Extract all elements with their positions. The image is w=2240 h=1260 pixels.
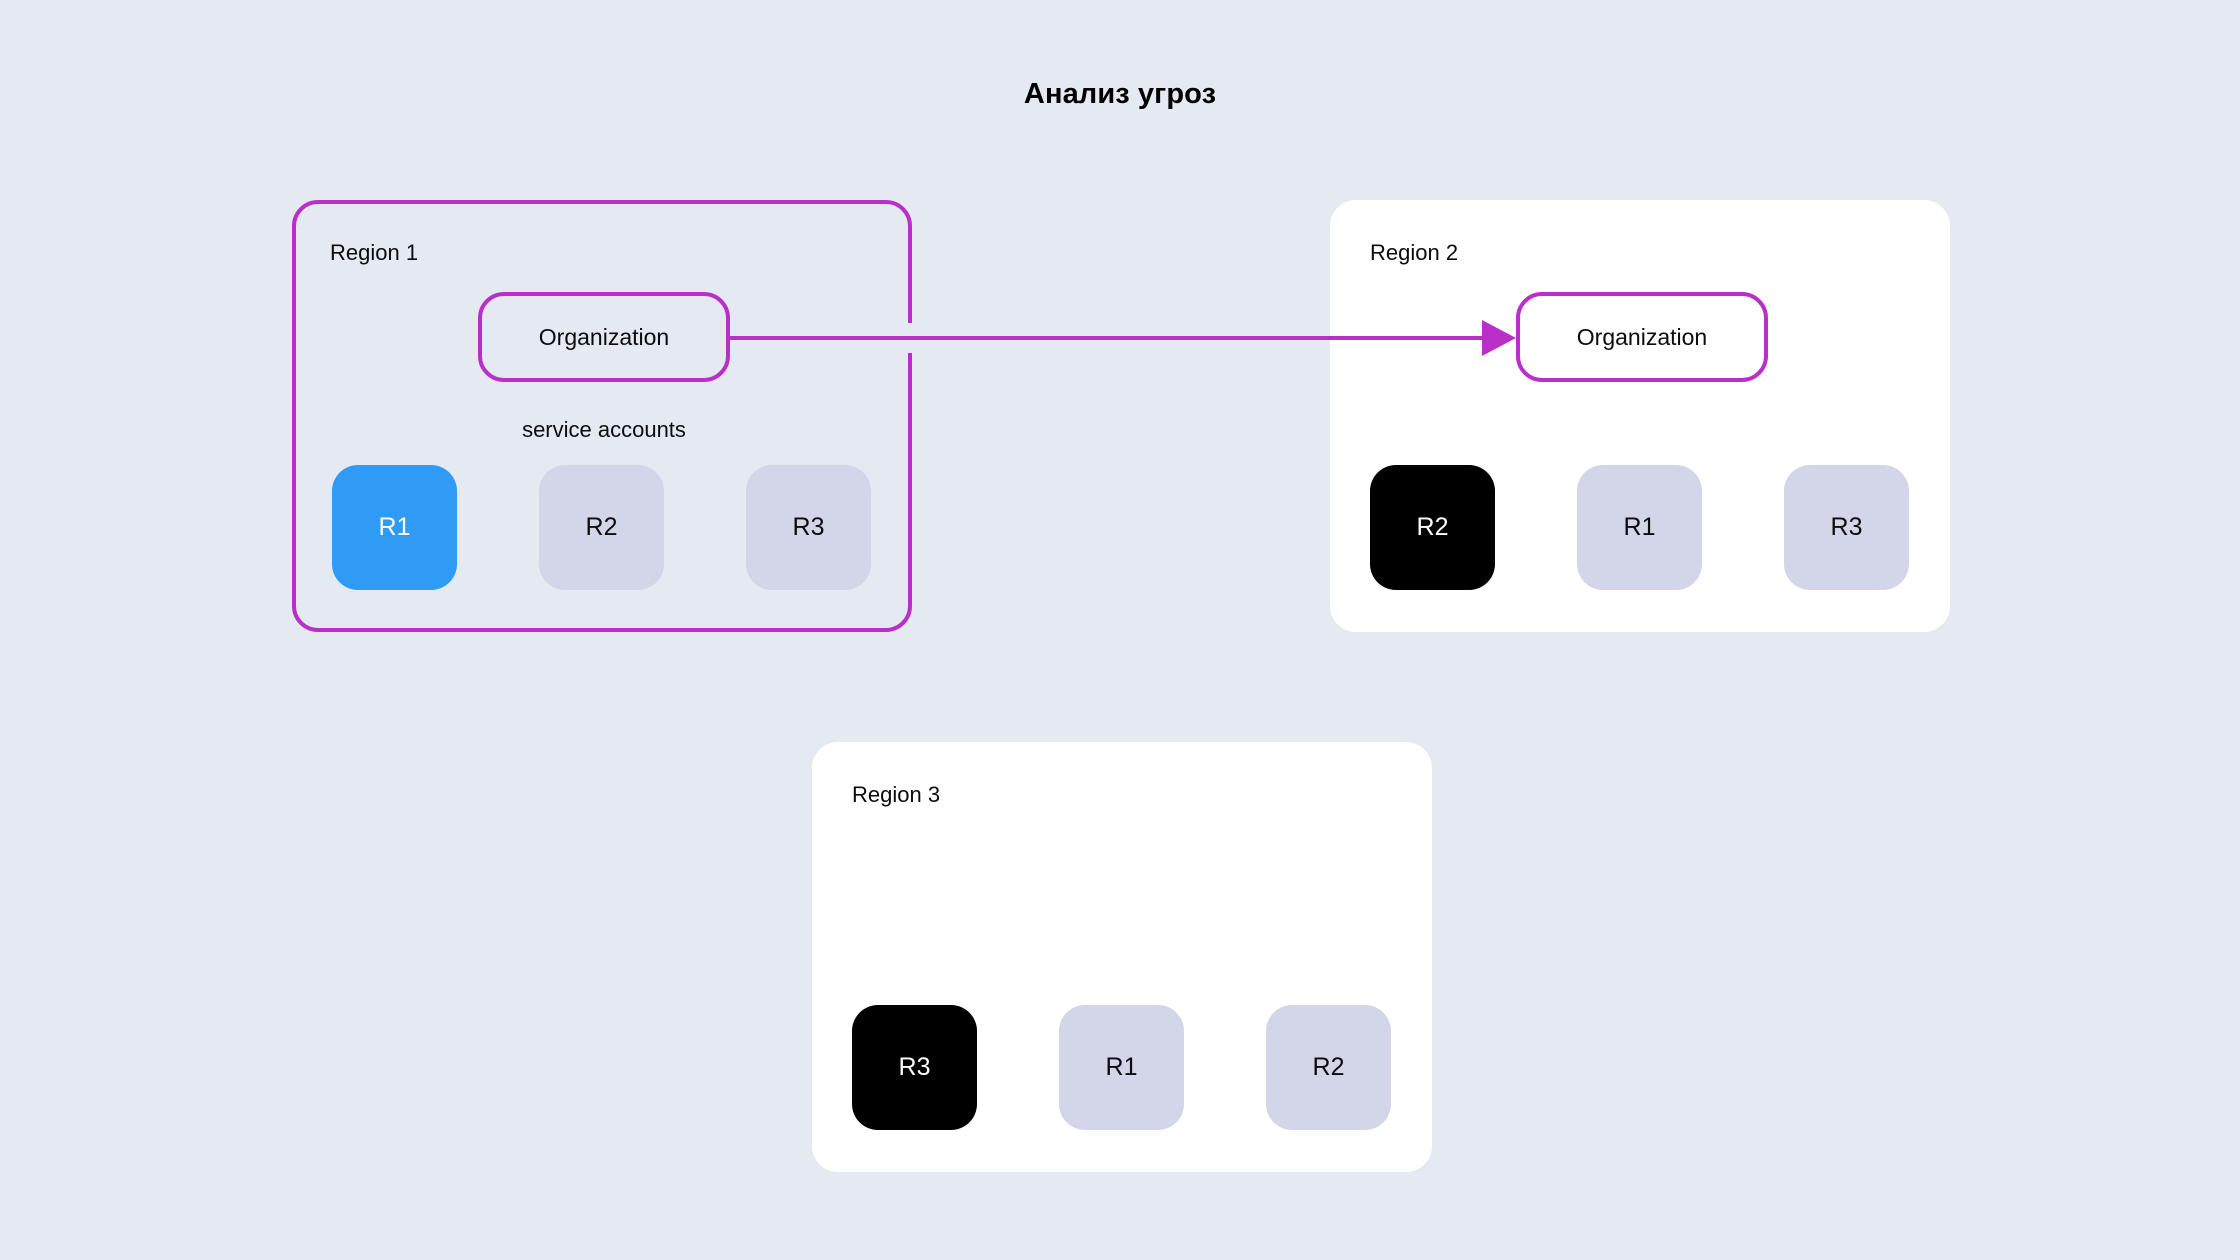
region-1-service-accounts-caption: service accounts — [522, 417, 686, 442]
region-2-tile-r3[interactable]: R3 — [1784, 465, 1909, 590]
page-title: Анализ угроз — [1023, 78, 1217, 110]
region-3-label: Region 3 — [852, 782, 941, 807]
region-3-tile-r2[interactable]: R2 — [1266, 1005, 1391, 1130]
region-2-tile-r2[interactable]: R2 — [1370, 465, 1495, 590]
region-1-label: Region 1 — [330, 240, 419, 265]
region-1-tile-r3[interactable]: R3 — [746, 465, 871, 590]
region-1-tile-r2[interactable]: R2 — [539, 465, 664, 590]
region-3-tile-r3[interactable]: R3 — [852, 1005, 977, 1130]
region-3-tile-r1[interactable]: R1 — [1059, 1005, 1184, 1130]
region-1-tile-r1[interactable]: R1 — [332, 465, 457, 590]
region-2-organization-box[interactable]: Organization — [1516, 292, 1768, 382]
region-1-organization-box[interactable]: Organization — [478, 292, 730, 382]
region-2-label: Region 2 — [1370, 240, 1459, 265]
region-2-tile-r1[interactable]: R1 — [1577, 465, 1702, 590]
region-1-panel[interactable] — [292, 200, 912, 632]
